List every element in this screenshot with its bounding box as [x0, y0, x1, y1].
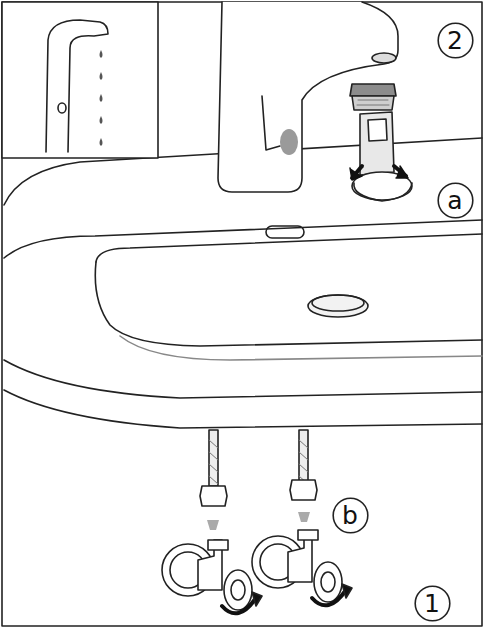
- angle-valve: [252, 530, 352, 605]
- basin-inner-line: [120, 336, 482, 360]
- aerator: [350, 84, 396, 96]
- aerator-thread: [352, 96, 394, 110]
- step-number: 1: [414, 585, 451, 622]
- supply-hoses: [200, 430, 317, 506]
- sink-rim: [4, 220, 482, 258]
- basin-bowl: [95, 262, 482, 346]
- inset-sensor: [58, 103, 66, 113]
- water-drops: [100, 50, 103, 146]
- washer: [298, 512, 310, 522]
- angle-valve: [162, 540, 262, 613]
- callout-text: a: [447, 188, 462, 213]
- callout-letter: b: [332, 497, 369, 534]
- sensor-window: [280, 129, 298, 155]
- faucet-fin: [262, 96, 280, 150]
- aerator-key: [360, 112, 394, 175]
- step-number: 2: [437, 22, 474, 59]
- inset-frame: [2, 2, 158, 158]
- callout-letter: a: [437, 182, 474, 219]
- spout-outlet: [372, 53, 396, 63]
- overflow-slot: [266, 226, 304, 238]
- washer: [207, 520, 219, 530]
- sink-underside: [4, 390, 482, 428]
- callout-text: 2: [447, 28, 463, 53]
- faucet-body: [218, 2, 398, 192]
- callout-text: 1: [424, 591, 440, 616]
- sink-front: [4, 360, 482, 398]
- key-slot: [368, 119, 387, 141]
- drain: [308, 295, 368, 317]
- drain-cap: [312, 295, 364, 311]
- callout-text: b: [342, 503, 358, 528]
- inset-faucet: [46, 20, 108, 152]
- ring-depth: [354, 183, 412, 201]
